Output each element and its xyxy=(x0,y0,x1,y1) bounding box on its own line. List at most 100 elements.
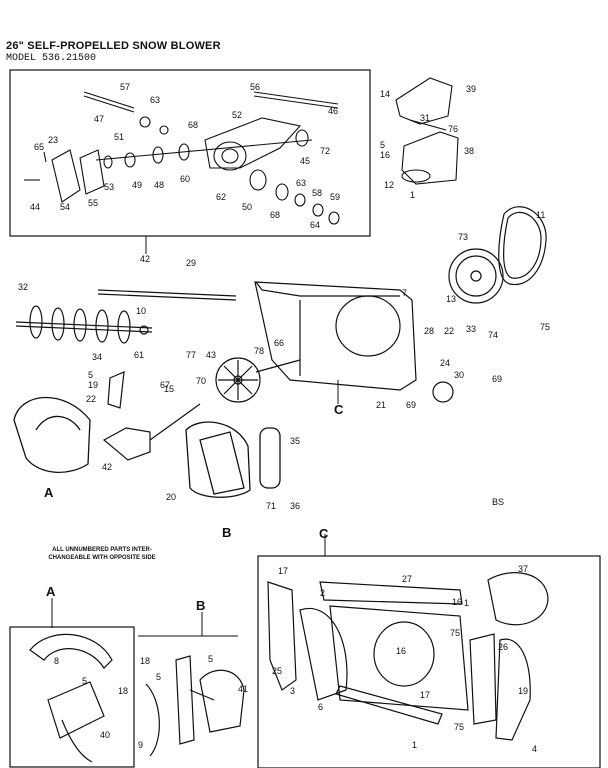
part-number-label: 75 xyxy=(454,722,464,732)
part-number-label: 15 xyxy=(164,384,174,394)
detail-a-box xyxy=(9,626,135,768)
top-assembly-drawing xyxy=(24,91,340,225)
part-number-label: 75 xyxy=(540,322,550,332)
part-number-label: 78 xyxy=(254,346,264,356)
section-a-label: A xyxy=(44,485,54,500)
part-number-label: 5 xyxy=(88,370,93,380)
part-number-label: 23 xyxy=(48,135,58,145)
part-number-label: 31 xyxy=(420,113,430,123)
part-number-label: 10 xyxy=(136,306,146,316)
part-number-label: 34 xyxy=(92,352,102,362)
part-number-label: 65 xyxy=(34,142,44,152)
part-number-label: 63 xyxy=(150,95,160,105)
part-number-label: 55 xyxy=(88,198,98,208)
part-number-label: 45 xyxy=(300,156,310,166)
top-assembly-box xyxy=(9,69,371,237)
part-number-label: 17 xyxy=(278,566,288,576)
auger-drawing xyxy=(15,305,153,344)
part-number-label: 7 xyxy=(402,288,407,298)
detail-c-header: C xyxy=(319,526,329,541)
part-number-label: 47 xyxy=(94,114,104,124)
part-number-label: 64 xyxy=(310,220,320,230)
part-number-label: 57 xyxy=(120,82,130,92)
part-number-label: 33 xyxy=(466,324,476,334)
part-number-label: 20 xyxy=(166,492,176,502)
part-number-label: 43 xyxy=(206,350,216,360)
part-number-label: 24 xyxy=(440,358,450,368)
part-number-label: 5 xyxy=(208,654,213,664)
part-number-label: 2 xyxy=(320,588,325,598)
detail-b-drawing xyxy=(145,655,245,757)
part-number-label: 37 xyxy=(518,564,528,574)
part-number-label: 70 xyxy=(196,376,206,386)
part-number-label: 35 xyxy=(290,436,300,446)
diagram-title: 26" SELF-PROPELLED SNOW BLOWER xyxy=(6,40,221,52)
part-number-label: 68 xyxy=(188,120,198,130)
part-number-label: 46 xyxy=(328,106,338,116)
part-number-label: 42 xyxy=(140,254,150,264)
part-number-label: 72 xyxy=(320,146,330,156)
part-number-label: 11 xyxy=(536,210,545,220)
part-number-label: 77 xyxy=(186,350,196,360)
diagram-code: BS xyxy=(492,497,505,507)
part-number-label: 52 xyxy=(232,110,242,120)
part-number-label: 5 xyxy=(156,672,161,682)
part-number-label: 13 xyxy=(446,294,456,304)
section-c-label: C xyxy=(334,402,344,417)
part-number-label: 66 xyxy=(274,338,284,348)
part-number-label: 39 xyxy=(466,84,476,94)
detail-a-header: A xyxy=(46,584,56,599)
part-number-label: 56 xyxy=(250,82,260,92)
part-number-label: 54 xyxy=(60,202,70,212)
part-number-label: 14 xyxy=(380,89,390,99)
part-number-label: 32 xyxy=(18,282,28,292)
part-number-label: 69 xyxy=(492,374,502,384)
part-number-label: 19 xyxy=(518,686,528,696)
part-number-label: 50 xyxy=(242,202,252,212)
part-number-label: 1 xyxy=(464,598,469,608)
part-number-label: 53 xyxy=(104,182,114,192)
part-number-label: 60 xyxy=(180,174,190,184)
part-number-label: 58 xyxy=(312,188,322,198)
impeller-drive-drawing xyxy=(102,357,301,461)
part-number-label: 26 xyxy=(498,642,508,652)
detail-c-box xyxy=(257,555,601,768)
part-number-label: 9 xyxy=(138,740,143,750)
part-number-label: 62 xyxy=(216,192,226,202)
part-number-label: 42 xyxy=(102,462,112,472)
part-number-label: 36 xyxy=(290,501,300,511)
part-number-label: 1 xyxy=(410,190,415,200)
chute-drawing xyxy=(395,77,459,185)
part-number-label: 75 xyxy=(450,628,460,638)
part-number-label: 8 xyxy=(54,656,59,666)
part-number-label: 69 xyxy=(406,400,416,410)
part-number-label: 21 xyxy=(376,400,386,410)
part-number-label: 30 xyxy=(454,370,464,380)
part-number-label: 44 xyxy=(30,202,40,212)
side-plate-b-drawing xyxy=(185,421,281,498)
part-number-label: 61 xyxy=(134,350,144,360)
part-number-label: 41 xyxy=(238,684,248,694)
part-number-label: 22 xyxy=(86,394,96,404)
part-number-label: 51 xyxy=(114,132,124,142)
part-number-label: 40 xyxy=(100,730,110,740)
part-number-label: 67 xyxy=(160,380,170,390)
part-number-label: 74 xyxy=(488,330,498,340)
part-number-label: 28 xyxy=(424,326,434,336)
side-plate-a-drawing xyxy=(13,396,91,474)
part-number-label: 12 xyxy=(384,180,394,190)
part-number-label: 63 xyxy=(296,178,306,188)
housing-drawing xyxy=(97,281,454,403)
part-number-label: 3 xyxy=(290,686,295,696)
section-b-label: B xyxy=(222,525,231,540)
part-number-label: 59 xyxy=(330,192,340,202)
part-number-label: 16 xyxy=(396,646,406,656)
part-number-label: 73 xyxy=(458,232,468,242)
part-number-label: 4 xyxy=(532,744,537,754)
detail-a-drawing xyxy=(29,633,113,763)
part-number-label: 5 xyxy=(82,676,87,686)
part-number-label: 19 xyxy=(88,380,98,390)
